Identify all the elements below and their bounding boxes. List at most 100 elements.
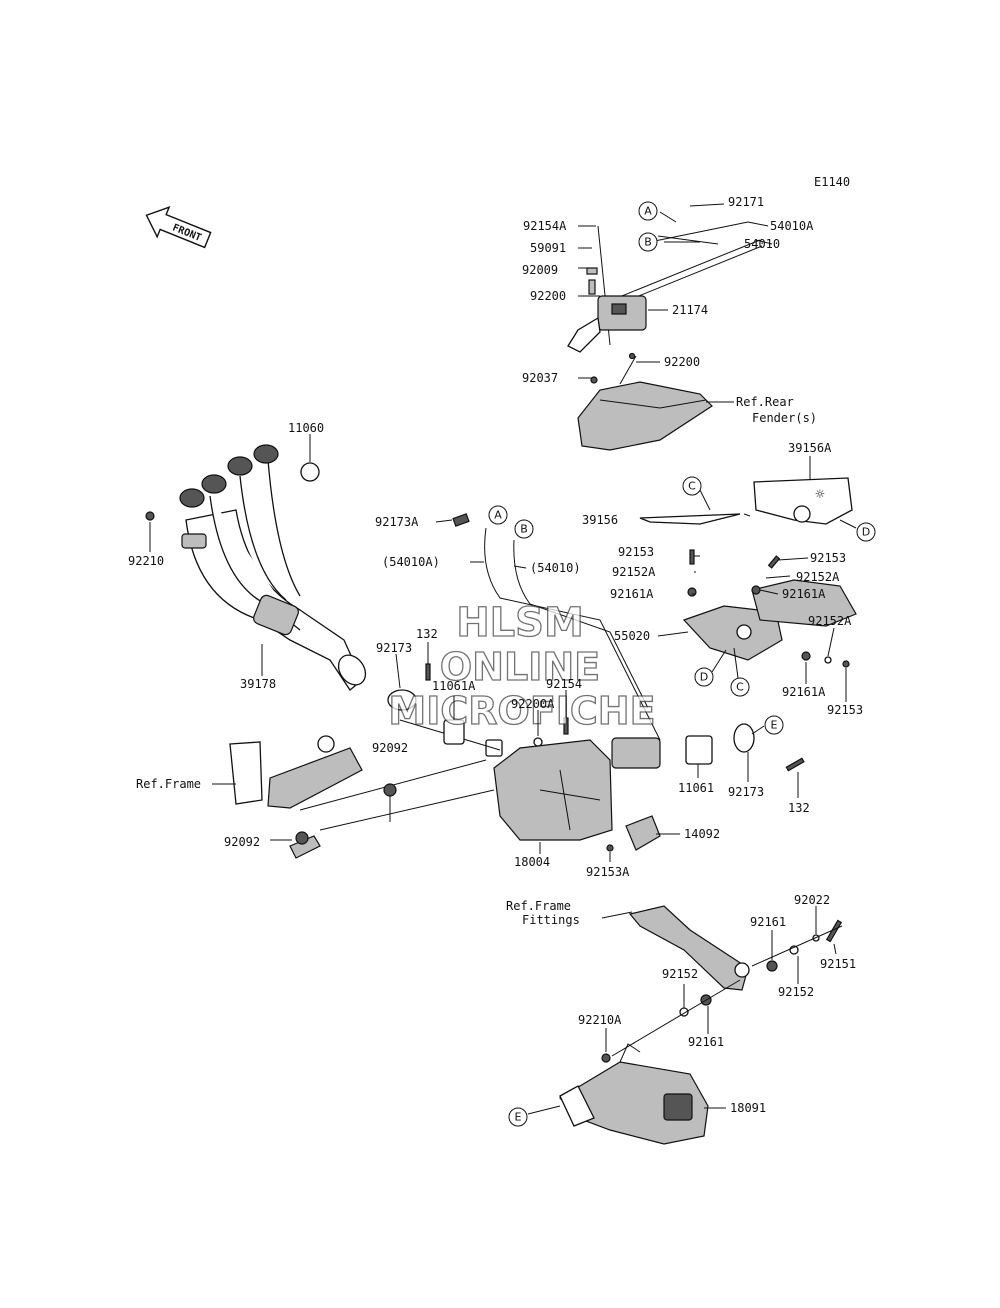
part-92152-left: 92152 (662, 967, 698, 981)
heat-guard-label-39156A (753, 477, 853, 525)
callout-D-mid: D (700, 671, 708, 684)
exhaust-header-39178 (179, 444, 367, 691)
part-18091: 18091 (730, 1101, 766, 1115)
bracket-59091 (586, 267, 598, 275)
part-92161-lower: 92161 (688, 1035, 724, 1049)
part-92152A-b: 92152A (796, 570, 840, 584)
diagram-id: E1140 (814, 175, 850, 189)
part-39156: 39156 (582, 513, 618, 527)
watermark-line-1: HLSM (456, 600, 584, 646)
part-92161-upper: 92161 (750, 915, 786, 929)
part-54010: 54010 (744, 237, 780, 251)
watermark-line-3: MICROFICHE (388, 689, 655, 733)
watermark: HLSM ONLINE MICROFICHE (388, 599, 656, 733)
part-59091: 59091 (530, 241, 566, 255)
part-39156A: 39156A (788, 441, 832, 455)
part-92173-left: 92173 (376, 641, 412, 655)
part-54010A-ref: (54010A) (382, 555, 440, 569)
part-92092-lower: 92092 (224, 835, 260, 849)
callout-E-bottom: E (515, 1111, 522, 1124)
part-92154A: 92154A (523, 219, 567, 233)
servo-connector (567, 316, 601, 353)
callout-E-right: E (771, 719, 778, 732)
leaders-upper-right (578, 203, 773, 403)
nut-92210 (145, 511, 155, 521)
part-92152A-a: 92152A (612, 565, 656, 579)
part-92152A-c: 92152A (808, 614, 852, 628)
frame-ref-left (229, 735, 363, 859)
callout-A-mid: A (494, 509, 502, 522)
header-port-3 (227, 456, 253, 476)
part-92200-upper: 92200 (530, 289, 566, 303)
front-direction-arrow: FRONT (145, 205, 212, 249)
sticker-39156 (639, 513, 741, 525)
clamp-92173-right (733, 723, 755, 753)
clamp-92173 (387, 689, 417, 711)
ref-frame-fittings-2: Fittings (522, 913, 580, 927)
part-92037: 92037 (522, 371, 558, 385)
frame-fittings-ref (628, 905, 750, 991)
svg-text:☼: ☼ (815, 487, 826, 501)
callout-circles: A B C D A B D C E E (488, 201, 876, 1127)
part-92092-upper: 92092 (372, 741, 408, 755)
part-14092: 14092 (684, 827, 720, 841)
part-54010-ref: (54010) (530, 561, 581, 575)
part-92009: 92009 (522, 263, 558, 277)
bolt-92037 (590, 376, 598, 384)
callout-C-top: C (688, 480, 696, 493)
ref-frame-fittings-1: Ref.Frame (506, 899, 571, 913)
part-92022: 92022 (794, 893, 830, 907)
exhaust-valve-actuator-group (567, 221, 763, 451)
callout-A-top: A (644, 205, 652, 218)
part-55020: 55020 (614, 629, 650, 643)
part-labels: 92171 92154A 54010A 59091 54010 92009 92… (128, 195, 863, 1115)
part-11060: 11060 (288, 421, 324, 435)
ref-frame-left: Ref.Frame (136, 777, 201, 791)
part-92173A: 92173A (375, 515, 419, 529)
sticker-39156A (751, 579, 857, 627)
damper-92161-upper (766, 960, 778, 972)
gasket-11061 (685, 735, 713, 765)
clamp-92173A (452, 513, 470, 527)
bolt-92153-right (842, 660, 850, 668)
valve-body (611, 737, 661, 769)
part-92210A: 92210A (578, 1013, 622, 1027)
collar-92200-lower (628, 352, 636, 360)
ref-rear-fender-1: Ref.Rear (736, 395, 794, 409)
part-11061: 11061 (678, 781, 714, 795)
leaders-lower (149, 434, 847, 1109)
part-92161A-c: 92161A (782, 685, 826, 699)
part-18004: 18004 (514, 855, 550, 869)
part-92153-a: 92153 (618, 545, 654, 559)
header-port-4 (253, 444, 279, 464)
bolt-92151 (825, 919, 843, 943)
part-132-right: 132 (788, 801, 810, 815)
callout-D-right: D (862, 526, 870, 539)
rear-fender-ref (577, 381, 713, 451)
part-92161A-a: 92161A (610, 587, 654, 601)
bolt-92153-top (689, 549, 695, 565)
washer-92152A (824, 656, 832, 664)
bolt-132 (425, 663, 431, 681)
damper-92092 (383, 783, 397, 797)
collar-92200A (533, 737, 543, 747)
silencer-18091 (559, 1043, 709, 1145)
callout-B-top: B (644, 236, 652, 249)
gasket-11060 (300, 462, 320, 482)
part-92210: 92210 (128, 554, 164, 568)
muffler-chamber-18004 (485, 737, 661, 852)
part-21174: 21174 (672, 303, 708, 317)
part-11061A: 11061A (432, 679, 476, 693)
part-92152-right: 92152 (778, 985, 814, 999)
callout-C-mid: C (736, 681, 744, 694)
ref-rear-fender-2: Fender(s) (752, 411, 817, 425)
bolt-132-right (785, 757, 805, 772)
damper-92161A (801, 651, 811, 661)
spring-92009 (588, 279, 596, 295)
part-54010A: 54010A (770, 219, 814, 233)
part-92151: 92151 (820, 957, 856, 971)
part-92171: 92171 (728, 195, 764, 209)
part-132-left: 132 (416, 627, 438, 641)
